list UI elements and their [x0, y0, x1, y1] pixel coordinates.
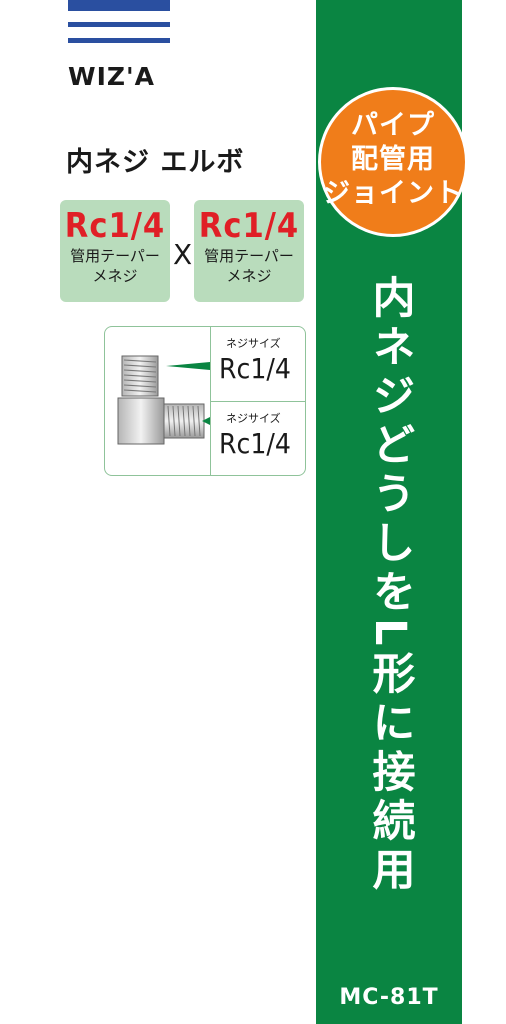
thread-size-label: ネジサイズ — [226, 412, 281, 425]
usage-description: 内ネジどうしをL形に接続用 — [365, 275, 415, 897]
badge-line: パイプ — [351, 110, 435, 141]
product-title: 内ネジ エルボ — [66, 147, 245, 178]
cross-mark: X — [173, 238, 193, 271]
spec-size: Rc1/4 — [198, 206, 300, 246]
spec-size: Rc1/4 — [64, 206, 166, 246]
thread-size-value: Rc1/4 — [219, 352, 291, 385]
thread-size-label: ネジサイズ — [226, 337, 281, 350]
spec-desc: 管用テーパー — [70, 247, 160, 265]
model-number: MC-81T — [339, 985, 439, 1010]
badge-line: ジョイント — [323, 178, 463, 209]
brand-logo-bars — [68, 0, 170, 46]
diagram-divider — [210, 401, 306, 402]
thread-size-value: Rc1/4 — [219, 427, 291, 460]
spec-desc: メネジ — [92, 267, 138, 285]
badge-line: 配管用 — [351, 144, 435, 175]
spec-desc: メネジ — [226, 267, 272, 285]
brand-logo: WIZ'A — [68, 62, 156, 91]
spec-desc: 管用テーパー — [204, 247, 294, 265]
category-badge: パイプ 配管用 ジョイント — [318, 87, 468, 237]
spec-box-left: Rc1/4 管用テーパー メネジ — [60, 200, 170, 302]
elbow-fitting-illustration — [117, 355, 210, 445]
spec-box-right: Rc1/4 管用テーパー メネジ — [194, 200, 304, 302]
